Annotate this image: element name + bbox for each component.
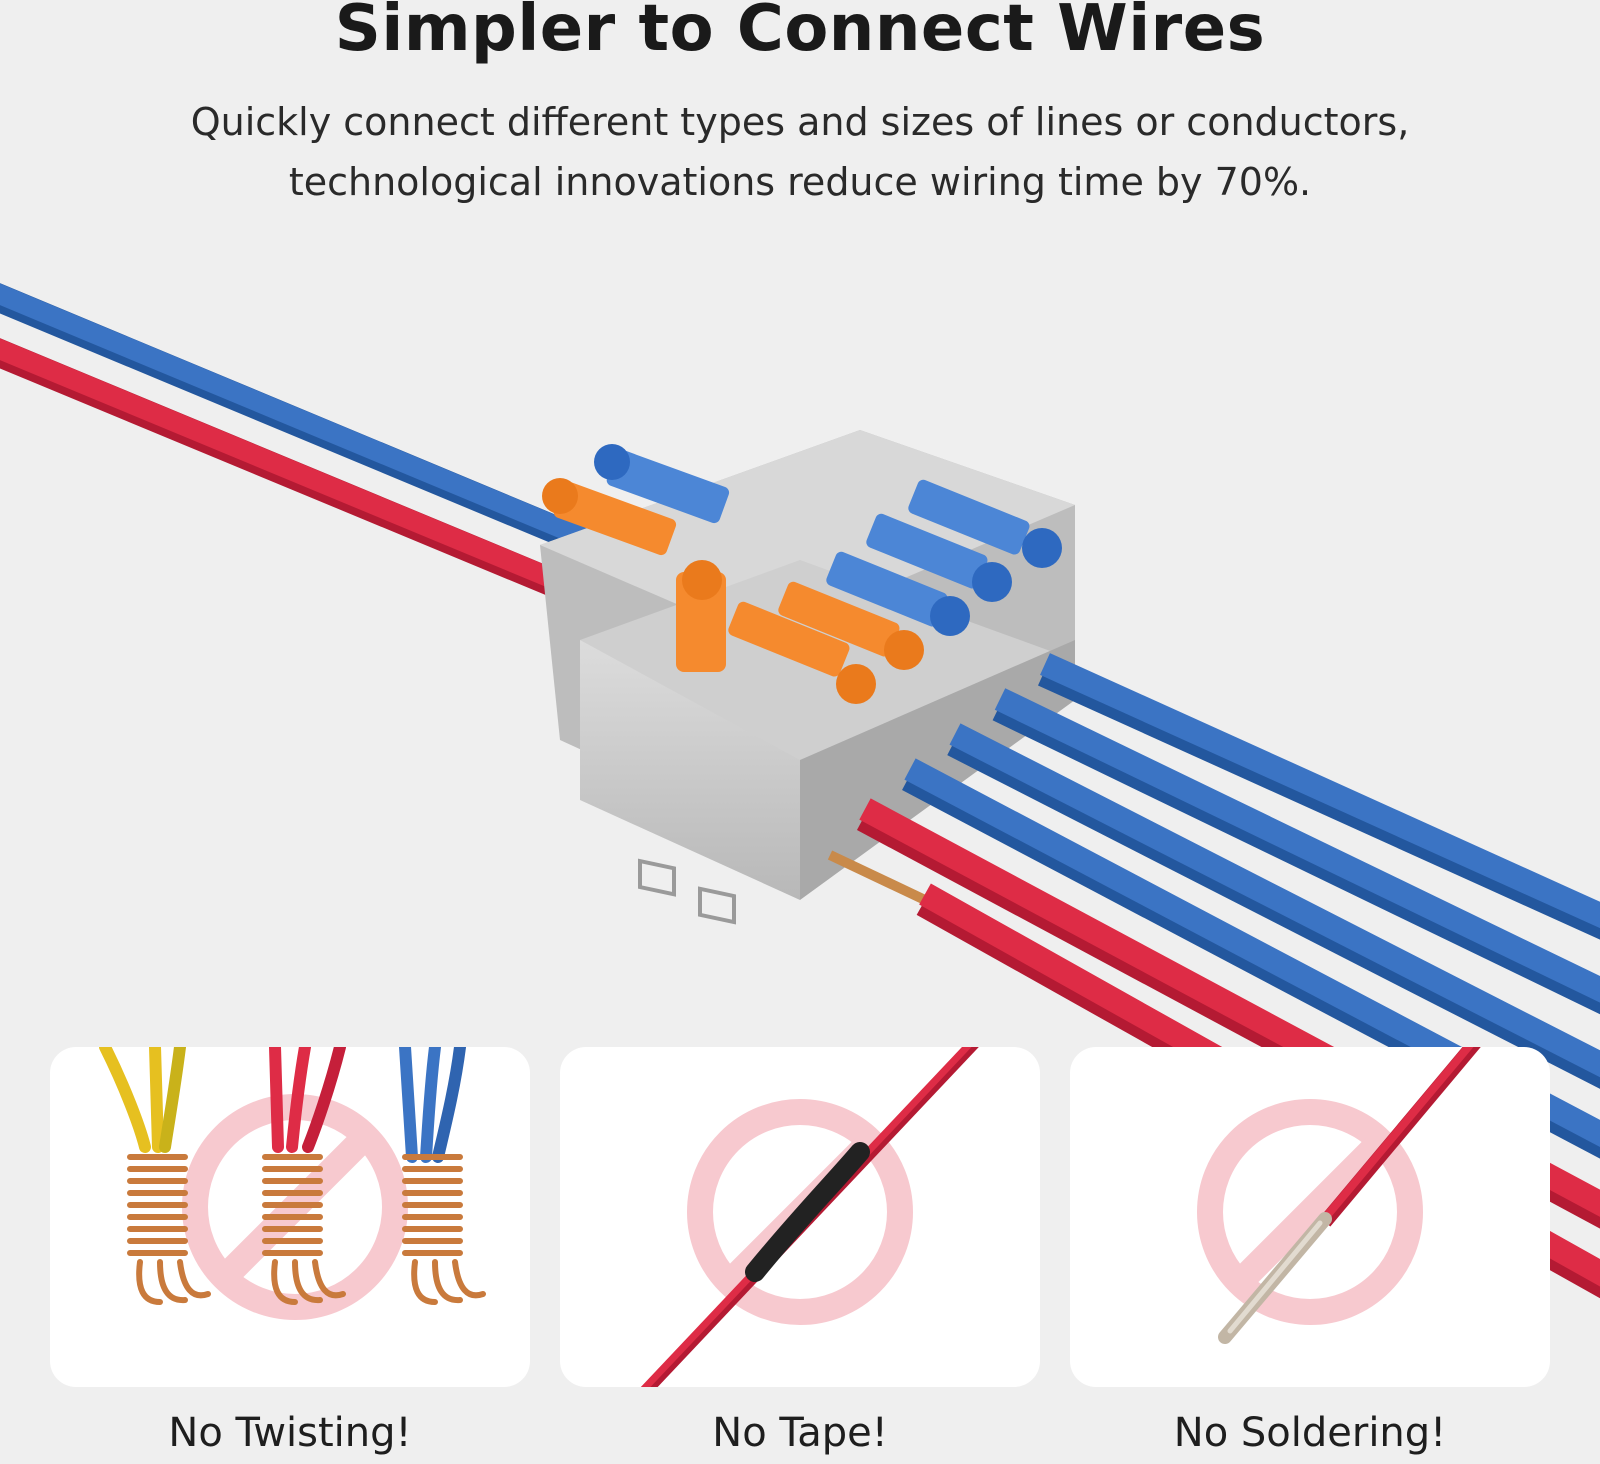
twisted-wires-prohibited-icon xyxy=(99,1047,486,1320)
input-wires xyxy=(0,283,594,604)
connector-levers xyxy=(542,444,1062,704)
subtitle-line-2: technological innovations reduce wiring … xyxy=(288,160,1312,204)
page-subtitle: Quickly connect different types and size… xyxy=(0,92,1600,212)
feature-label-tape: No Tape! xyxy=(712,1410,888,1456)
feature-card-tape xyxy=(560,1047,1040,1387)
feature-card-twisting xyxy=(50,1047,530,1387)
feature-label-soldering: No Soldering! xyxy=(1173,1410,1447,1456)
page-title: Simpler to Connect Wires xyxy=(334,0,1266,66)
feature-label-twisting: No Twisting! xyxy=(168,1410,412,1456)
soldered-wire-prohibited-icon xyxy=(1197,1047,1481,1344)
taped-wire-prohibited-icon xyxy=(640,1047,979,1387)
subtitle-line-1: Quickly connect different types and size… xyxy=(190,100,1410,144)
feature-card-soldering xyxy=(1070,1047,1550,1387)
